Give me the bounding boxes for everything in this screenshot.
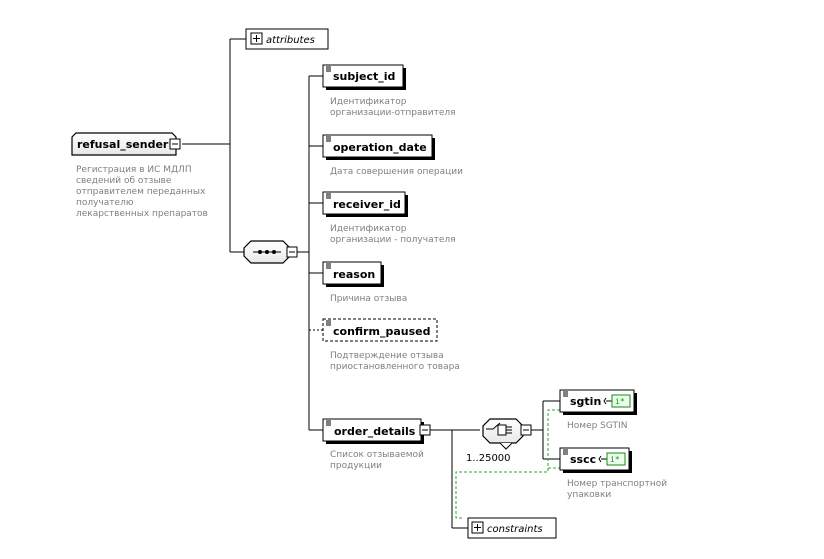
element-name: confirm_paused xyxy=(333,325,430,338)
key-icon: i* xyxy=(603,394,631,408)
element-name: sscc xyxy=(570,453,596,466)
collapse-icon[interactable] xyxy=(520,424,532,436)
collapse-icon[interactable] xyxy=(286,246,298,258)
element-name: reason xyxy=(333,268,375,281)
element-description: Идентификатор организации - получателя xyxy=(330,224,456,245)
element-name: sgtin xyxy=(570,395,601,408)
element-description: Идентификатор организации-отправителя xyxy=(330,97,456,118)
attributes-box[interactable]: attributes xyxy=(245,28,329,50)
element-reason[interactable]: reason Причина отзыва xyxy=(322,261,407,304)
element-order-details[interactable]: order_details Список отзываемой продукци… xyxy=(322,418,431,471)
root-element-name: refusal_sender xyxy=(77,138,169,151)
connectors xyxy=(182,38,560,529)
attributes-label: attributes xyxy=(266,35,315,46)
element-subject-id[interactable]: subject_id Идентификатор организации-отп… xyxy=(322,64,456,118)
element-description: Номер транспортной упаковки xyxy=(567,479,670,500)
element-receiver-id[interactable]: receiver_id Идентификатор организации - … xyxy=(322,191,456,245)
element-name: subject_id xyxy=(333,70,395,83)
collapse-icon[interactable] xyxy=(419,424,431,436)
element-description: Подтверждение отзыва приостановленного т… xyxy=(330,351,460,372)
sequence-compositor[interactable] xyxy=(243,240,298,264)
element-confirm-paused[interactable]: confirm_paused Подтверждение отзыва прио… xyxy=(322,318,460,372)
root-element-description: Регистрация в ИС МДЛП сведений об отзыве… xyxy=(76,165,208,219)
key-icon: i* xyxy=(598,452,626,466)
element-description: Номер SGTIN xyxy=(567,421,627,431)
constraints-box[interactable]: constraints xyxy=(467,517,557,539)
element-description: Причина отзыва xyxy=(330,294,407,304)
svg-text:i*: i* xyxy=(610,455,620,464)
svg-text:i*: i* xyxy=(615,397,625,406)
element-name: receiver_id xyxy=(333,198,401,211)
element-sgtin[interactable]: sgtin i* Номер SGTIN xyxy=(559,389,637,431)
element-description: Дата совершения операции xyxy=(330,167,463,177)
choice-compositor[interactable]: 1..25000 xyxy=(466,418,532,464)
constraints-label: constraints xyxy=(487,524,543,535)
root-element[interactable]: refusal_sender Регистрация в ИС МДЛП све… xyxy=(71,132,208,219)
collapse-icon[interactable] xyxy=(169,138,181,150)
element-name: operation_date xyxy=(333,141,427,154)
cardinality-label: 1..25000 xyxy=(466,453,511,464)
element-name: order_details xyxy=(334,425,416,438)
element-sscc[interactable]: sscc i* Номер транспортной упаковки xyxy=(559,447,670,500)
element-operation-date[interactable]: operation_date Дата совершения операции xyxy=(322,134,463,177)
element-description: Список отзываемой продукции xyxy=(330,450,427,471)
